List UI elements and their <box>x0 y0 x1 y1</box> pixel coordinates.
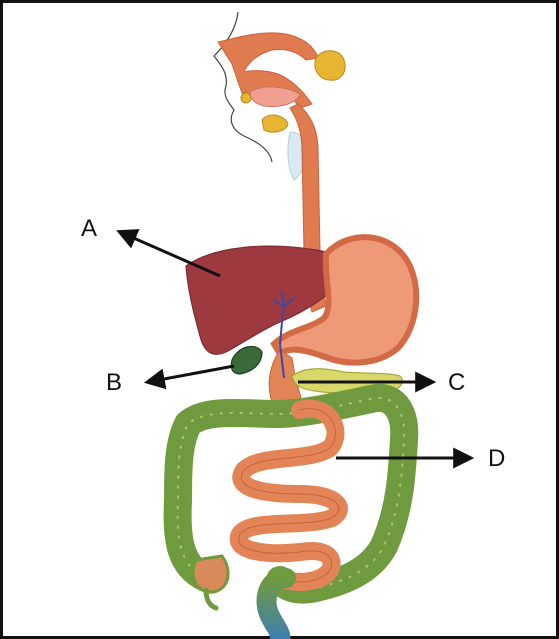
sublingual-gland <box>241 93 251 103</box>
small-intestine <box>239 409 339 582</box>
submandibular-gland <box>262 115 288 132</box>
label-a: A <box>81 215 97 242</box>
label-b: B <box>106 369 122 396</box>
label-d: D <box>488 445 505 472</box>
arrow-b <box>148 366 234 382</box>
arrow-a <box>120 232 220 276</box>
parotid-gland <box>315 51 345 81</box>
cecum <box>193 556 228 592</box>
gallbladder <box>231 346 262 374</box>
rectum <box>267 578 286 639</box>
label-c: C <box>448 369 465 396</box>
